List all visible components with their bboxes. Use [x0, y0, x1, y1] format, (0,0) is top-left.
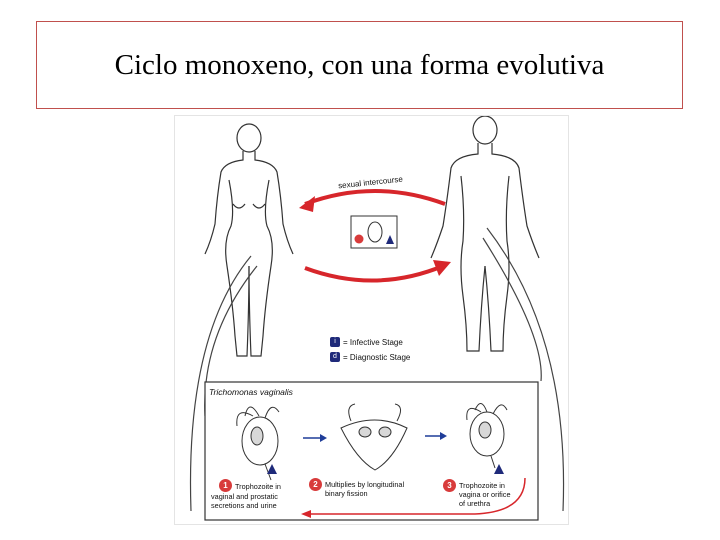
step-2-text: Multiplies by longitudinal binary fissio… — [325, 480, 404, 498]
step-2-line-2: binary fission — [325, 489, 368, 498]
step-1-number: 1 — [219, 479, 232, 492]
step-2-number: 2 — [309, 478, 322, 491]
dividing-trophozoite-drawing — [340, 403, 408, 471]
left-outer-curve — [189, 255, 252, 512]
step-1-line-3: secretions and urine — [211, 501, 277, 510]
legend-infective: i = Infective Stage — [330, 337, 403, 347]
step-1-line-1: Trophozoite in — [235, 482, 281, 491]
step-3-line-1: Trophozoite in — [459, 481, 505, 490]
title-box: Ciclo monoxeno, con una forma evolutiva — [36, 21, 683, 109]
infective-stage-icon: i — [330, 337, 340, 347]
step-3-text: Trophozoite in vagina or orifice of uret… — [459, 481, 511, 508]
organism-box — [204, 381, 539, 521]
slide-title: Ciclo monoxeno, con una forma evolutiva — [114, 48, 605, 81]
step-1-line-2: vaginal and prostatic — [211, 492, 278, 501]
upper-arrowhead — [299, 196, 315, 212]
lower-arrowhead — [433, 260, 451, 276]
trophozoite-drawing-1 — [236, 406, 280, 481]
diagnostic-stage-icon: d — [330, 352, 340, 362]
step-1-text: Trophozoite in — [235, 482, 281, 491]
right-inner-curve — [482, 237, 542, 382]
trophozoite-drawing-3 — [466, 403, 508, 469]
step-1-continuation: vaginal and prostatic secretions and uri… — [211, 492, 278, 510]
step-2-line-1: Multiplies by longitudinal — [325, 480, 405, 489]
legend-diagnostic-label: = Diagnostic Stage — [343, 352, 411, 362]
lower-red-arrow — [304, 264, 444, 283]
legend-infective-label: = Infective Stage — [343, 337, 403, 347]
step-3-number: 3 — [443, 479, 456, 492]
diagram-drawing — [189, 116, 565, 521]
return-red-arrow — [307, 477, 526, 515]
infective-badge-step3 — [494, 464, 504, 474]
step-3-line-3: of urethra — [459, 499, 491, 508]
diagnostic-badge-step1 — [267, 464, 277, 474]
male-figure — [430, 116, 540, 352]
step-3-line-2: vagina or orifice — [459, 490, 511, 499]
right-outer-curve — [486, 227, 565, 512]
female-figure — [204, 123, 294, 357]
legend-diagnostic: d = Diagnostic Stage — [330, 352, 410, 362]
upper-red-arrow — [304, 189, 446, 206]
organism-name: Trichomonas vaginalis — [209, 387, 293, 397]
life-cycle-diagram: sexual intercourse i = Infective Stage d… — [174, 115, 569, 525]
